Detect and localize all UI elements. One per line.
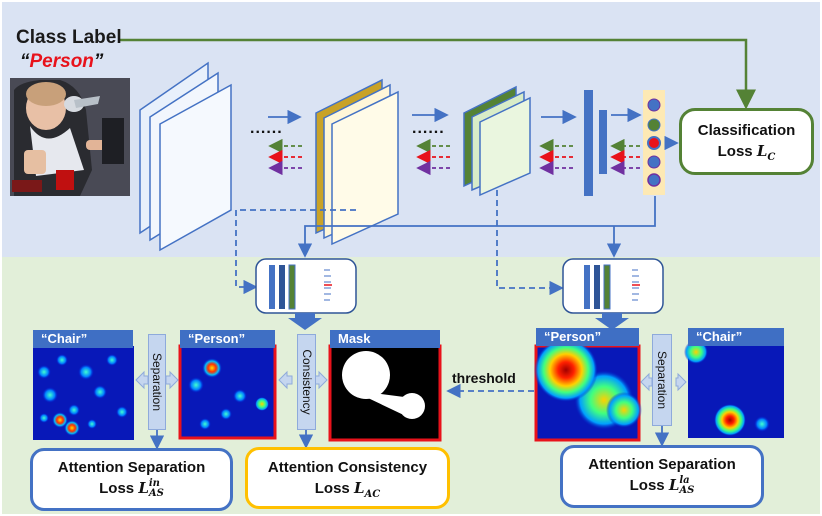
separation-arrows-right <box>640 372 687 392</box>
cam-module-left <box>255 258 357 314</box>
heatmap-person-right <box>534 338 642 442</box>
mask-image <box>328 344 442 442</box>
backward-gradient-arrows <box>268 138 640 176</box>
input-photo <box>10 78 130 196</box>
attention-consistency-loss: Attention Consistency Loss LAC <box>245 447 450 509</box>
weight-connector <box>297 196 656 258</box>
classification-title: Classification <box>697 122 796 139</box>
header-person-right: “Person” <box>536 328 639 346</box>
classification-loss-box: Classification Loss LC <box>679 108 814 175</box>
feature-connector-left <box>235 209 356 295</box>
header-mask: Mask <box>330 330 440 348</box>
class-label-title: Class Label <box>16 27 122 48</box>
cam-module-right <box>562 258 664 314</box>
separation-label-right: Separation <box>652 334 672 426</box>
consistency-label: Consistency <box>297 334 316 430</box>
class-label-name: “Person” <box>20 51 104 72</box>
header-chair-right: “Chair” <box>688 328 784 346</box>
header-chair-left: “Chair” <box>33 330 133 348</box>
separation-label-left: Separation <box>148 334 166 430</box>
cam-down-arrow-right <box>595 313 629 330</box>
output-nodes <box>643 90 665 195</box>
fc-bar-2 <box>599 110 607 174</box>
middle-feature-block <box>315 78 399 246</box>
header-person-left: “Person” <box>180 330 275 348</box>
ellipsis-1: ...... <box>250 120 283 137</box>
heatmap-chair-left <box>33 346 134 440</box>
last-feature-block <box>463 85 531 197</box>
feature-connector-right <box>496 190 564 296</box>
input-feature-block <box>139 61 232 252</box>
threshold-label: threshold <box>452 370 516 386</box>
heatmap-person-left <box>178 344 277 440</box>
ellipsis-2: ...... <box>412 120 445 137</box>
class-label-arrow <box>120 38 756 110</box>
class-label-value: Person <box>29 51 94 72</box>
fc-bar-1 <box>584 90 593 196</box>
cam-down-arrow-left <box>288 313 322 330</box>
heatmap-chair-right <box>684 340 784 438</box>
